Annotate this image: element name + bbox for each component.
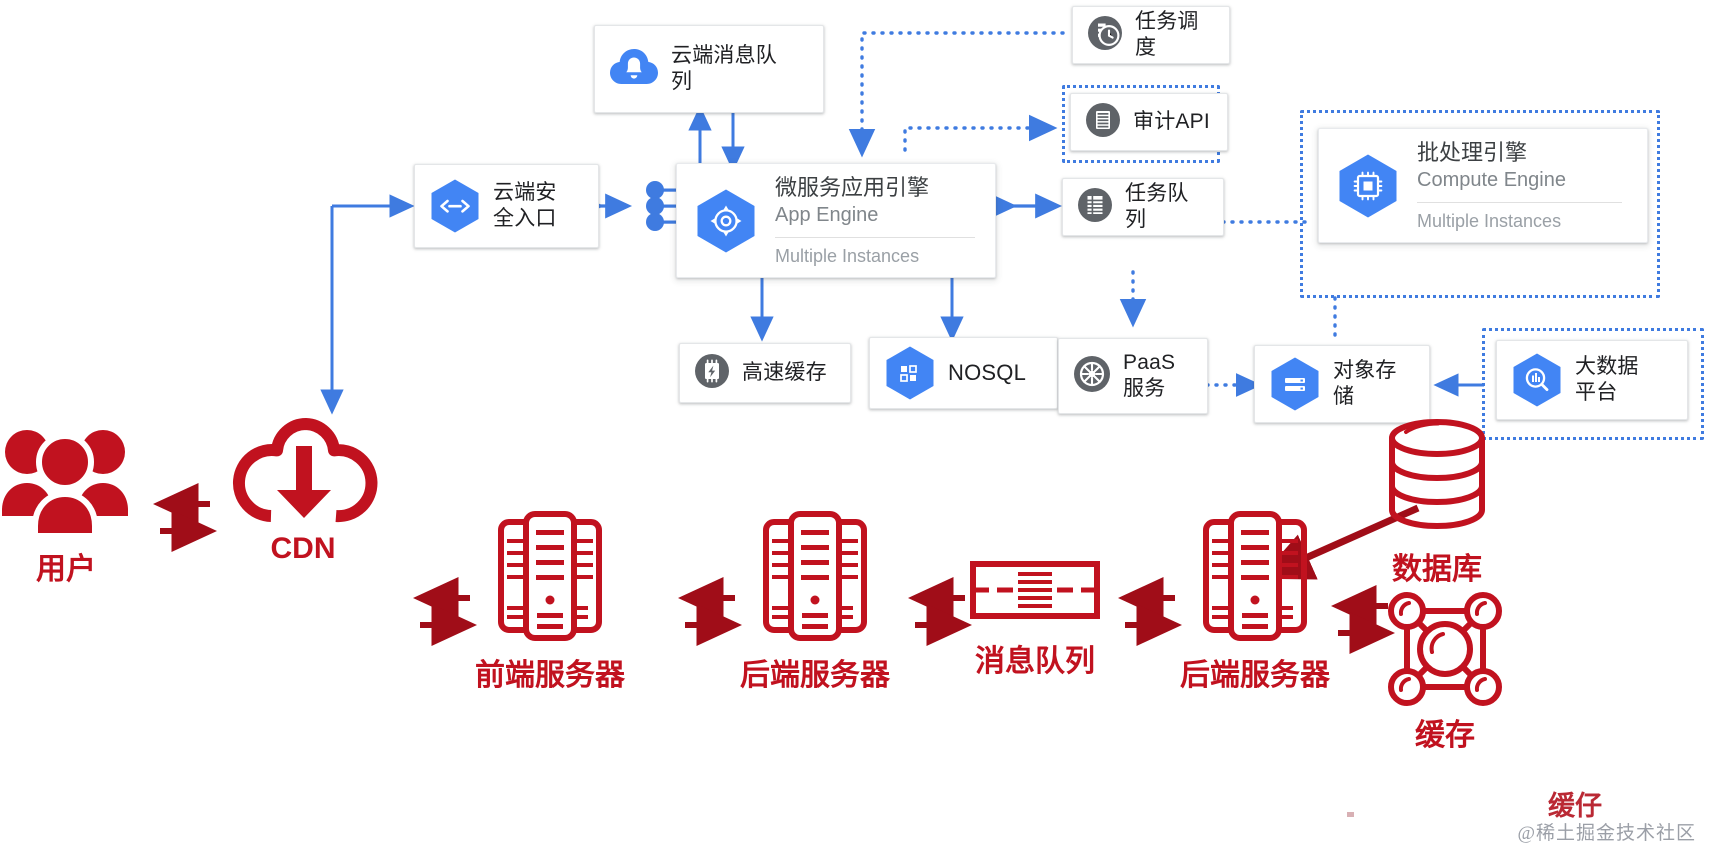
node-nosql-label: NOSQL: [948, 359, 1027, 385]
users-group-icon: [2, 430, 128, 538]
node-task-scheduler-label: 任务调度: [1135, 10, 1199, 59]
node-app-engine-subtitle: App Engine: [775, 203, 879, 226]
node-app-engine[interactable]: 微服务应用引擎 App Engine Multiple Instances: [676, 163, 1005, 286]
node-cloud-msg-queue-label: 云端消息队 列: [671, 44, 777, 93]
node-cloud-secure-gate-label: 云端安 全入口: [493, 181, 557, 230]
divider: [775, 236, 975, 238]
node-cloud-secure-gate[interactable]: 云端安 全入口: [414, 164, 599, 248]
divider: [1417, 201, 1622, 203]
app-engine-hex-icon: [695, 188, 757, 254]
database-cylinder-icon: [1389, 419, 1485, 530]
node-message-queue-label: 消息队列: [975, 645, 1095, 678]
watermark-text: @稀土掘金技术社区: [1517, 823, 1696, 844]
node-app-engine-title: 微服务应用引擎: [775, 174, 930, 200]
cache-network-icon: [1388, 592, 1502, 706]
node-task-scheduler[interactable]: 任务调度: [1072, 6, 1230, 64]
cloud-download-icon: [232, 417, 378, 523]
node-database[interactable]: 数据库: [1382, 418, 1492, 588]
image-artifact-speck: [1347, 812, 1354, 817]
watermark-brand: 缓仔: [1548, 791, 1602, 821]
node-bigdata-platform[interactable]: 大数据 平台: [1496, 340, 1688, 420]
code-brackets-icon: [429, 178, 481, 234]
magnifier-chart-icon: [1511, 352, 1563, 408]
node-frontend-server-label: 前端服务器: [475, 659, 625, 692]
node-audit-api[interactable]: 审计API: [1070, 93, 1228, 151]
compute-engine-hex-icon: [1337, 153, 1399, 219]
node-compute-engine-footer: Multiple Instances: [1417, 210, 1562, 231]
compute-engine-group-boundary: [1300, 110, 1660, 298]
node-app-engine-footer: Multiple Instances: [775, 245, 920, 266]
node-cache-label: 缓存: [1415, 719, 1475, 752]
node-cache[interactable]: 缓存: [1386, 590, 1504, 754]
node-backend-server-2-label: 后端服务器: [1180, 659, 1330, 692]
node-backend-server-1[interactable]: 后端服务器: [740, 508, 890, 694]
grid-squares-icon: [884, 345, 936, 401]
node-cdn[interactable]: CDN: [228, 404, 378, 566]
node-audit-api-label: 审计API: [1133, 110, 1210, 134]
aperture-icon: [1073, 355, 1111, 398]
node-fast-cache[interactable]: 高速缓存: [679, 343, 851, 403]
node-compute-engine-subtitle: Compute Engine: [1417, 168, 1566, 191]
bigdata-group-boundary: [1482, 328, 1704, 440]
node-object-storage[interactable]: 对象存 储: [1254, 345, 1430, 423]
card-stack-shadow: [687, 274, 1005, 286]
server-rack-icon: [1203, 511, 1307, 641]
cloud-bell-icon: [609, 46, 659, 92]
node-paas-service[interactable]: PaaS 服务: [1058, 338, 1208, 414]
node-fast-cache-label: 高速缓存: [742, 361, 827, 385]
node-users-label: 用户: [36, 553, 96, 586]
node-paas-service-label: PaaS 服务: [1123, 351, 1176, 400]
storage-bars-icon: [1269, 356, 1321, 412]
node-bigdata-platform-label: 大数据 平台: [1575, 355, 1639, 404]
node-object-storage-label: 对象存 储: [1333, 359, 1397, 408]
node-cdn-label: CDN: [270, 532, 336, 565]
table-rows-icon: [1077, 187, 1113, 228]
node-message-queue[interactable]: 消息队列: [965, 550, 1105, 680]
node-nosql[interactable]: NOSQL: [869, 337, 1058, 409]
document-list-icon: [1085, 102, 1121, 143]
node-backend-server-2[interactable]: 后端服务器: [1180, 508, 1330, 694]
node-database-label: 数据库: [1392, 553, 1482, 586]
node-backend-server-1-label: 后端服务器: [740, 659, 890, 692]
message-queue-icon: [970, 561, 1100, 619]
server-rack-icon: [763, 511, 867, 641]
node-compute-engine-title: 批处理引擎: [1417, 139, 1528, 165]
clock-schedule-icon: [1087, 15, 1123, 56]
node-users[interactable]: 用户: [0, 418, 132, 588]
node-compute-engine[interactable]: 批处理引擎 Compute Engine Multiple Instances: [1318, 128, 1657, 251]
node-task-queue-label: 任务队列: [1125, 182, 1189, 231]
memory-bolt-icon: [694, 353, 730, 394]
node-task-queue[interactable]: 任务队列: [1062, 178, 1224, 236]
node-frontend-server[interactable]: 前端服务器: [475, 508, 625, 694]
server-rack-icon: [498, 511, 602, 641]
node-cloud-msg-queue[interactable]: 云端消息队 列: [594, 25, 824, 113]
